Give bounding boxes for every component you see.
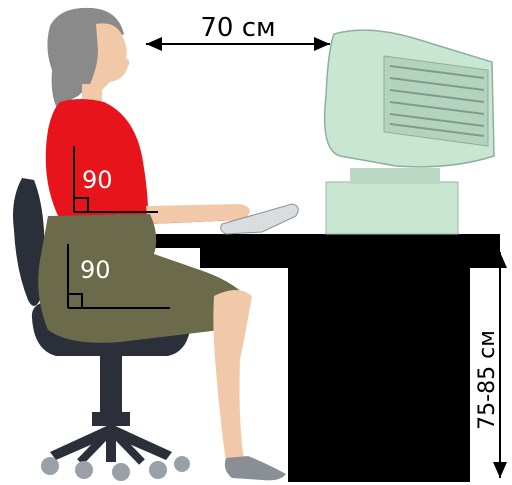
back-angle-label: 90 [82,166,113,194]
knee-angle-label: 90 [80,256,111,284]
desk-height-label: 75-85 см [475,330,500,430]
distance-dimension: 70 см [146,13,330,51]
distance-label: 70 см [200,13,275,43]
desk-height-dimension: 75-85 см [475,252,507,478]
monitor-icon [325,30,494,234]
